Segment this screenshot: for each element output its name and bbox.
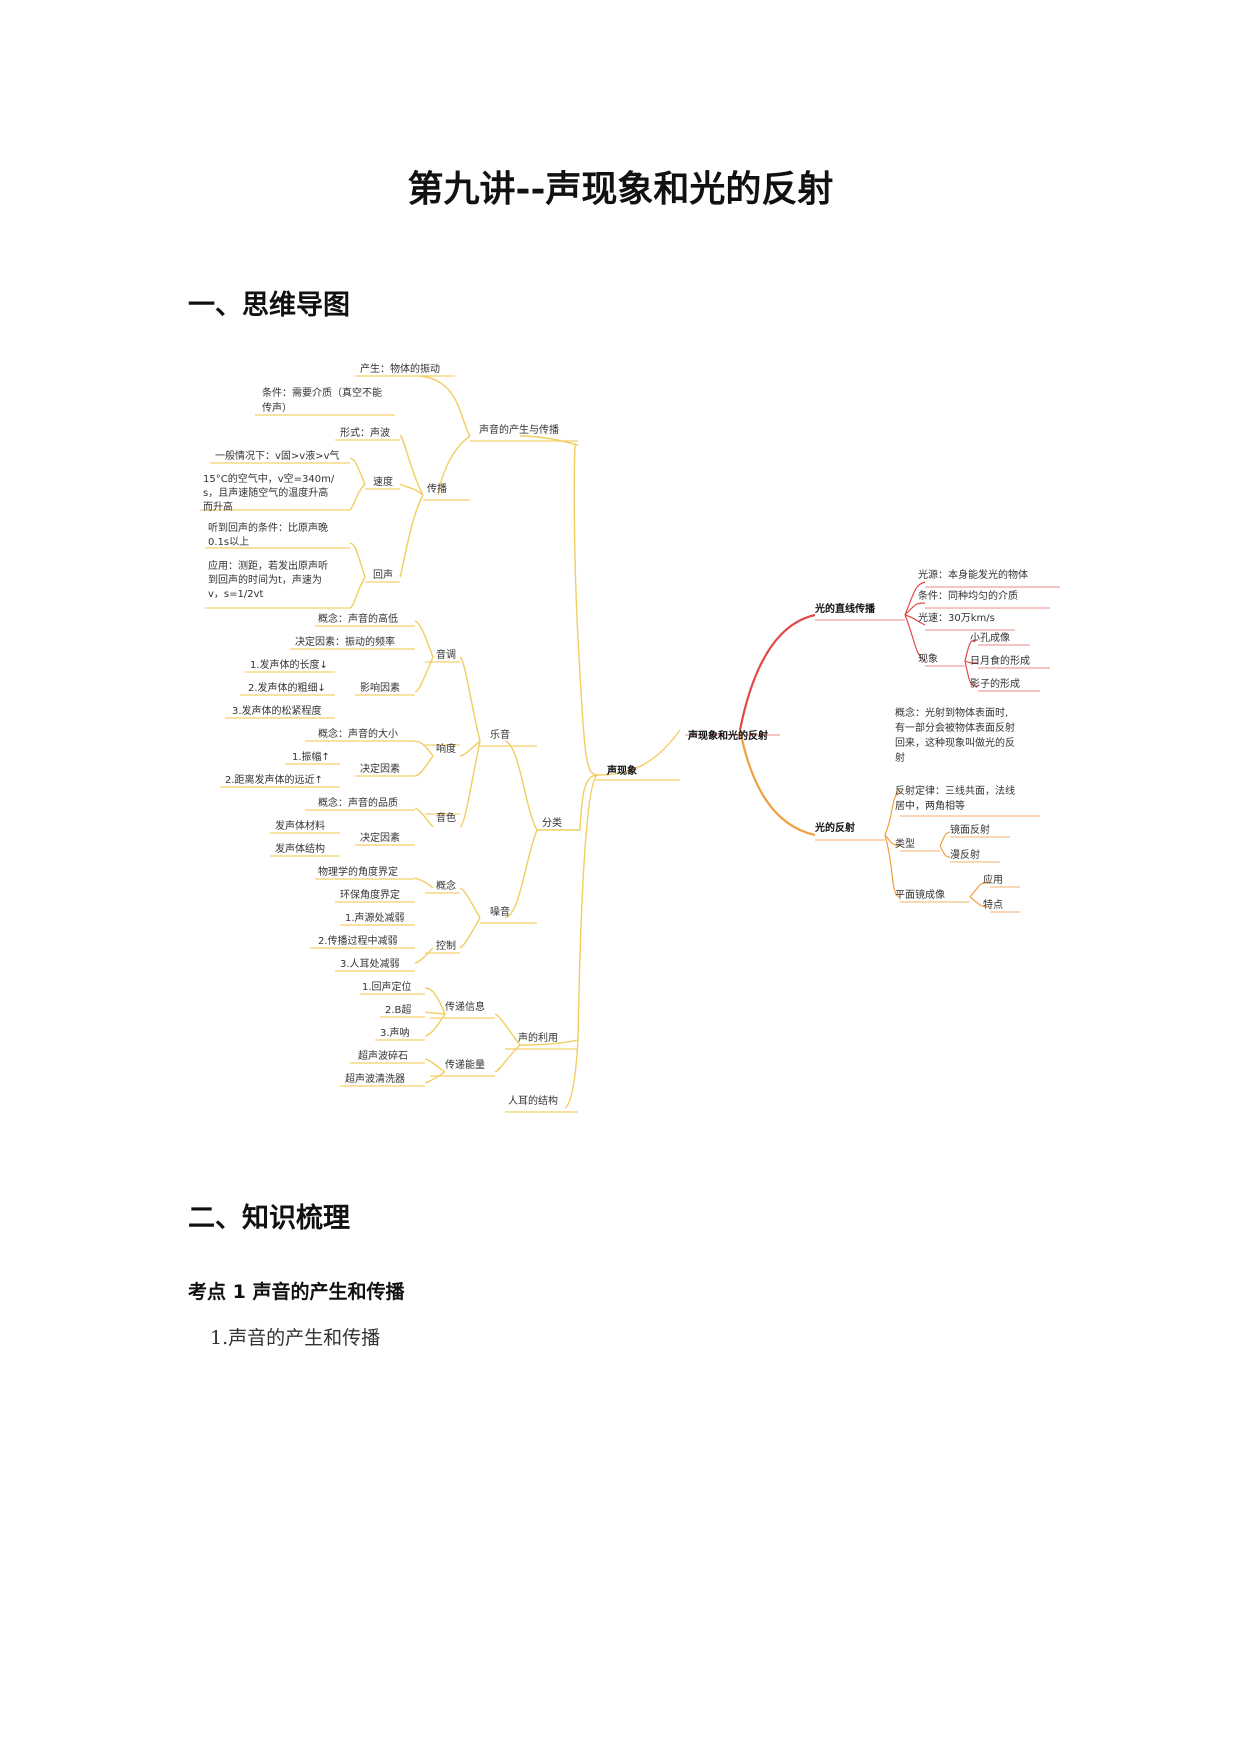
mm-pitch-influence: 影响因素 [360,681,400,694]
mm-info3: 3.声呐 [380,1026,410,1039]
mm-reflect-mirror1: 应用 [983,873,1003,886]
mm-loud-concept: 概念：声音的大小 [318,727,398,740]
mm-produce: 声音的产生与传播 [479,423,559,436]
mm-speed-15-1: 15°C的空气中，v空=340m/ [203,472,335,485]
mm-noise-k3: 3.人耳处减弱 [340,958,400,970]
mm-reflect-concept-2: 有一部分会被物体表面反射 [895,721,1015,734]
mm-reflect-type1: 镜面反射 [950,823,990,836]
mm-classify: 分类 [542,816,562,829]
mm-pitch-decide: 决定因素：振动的频率 [295,635,395,648]
mm-loud-decide: 决定因素 [360,762,400,775]
mm-pitch: 音调 [436,648,456,661]
mm-info1: 1.回声定位 [362,980,412,993]
page-title: 第九讲--声现象和光的反射 [407,168,834,210]
mm-echo-app-2: 到回声的时间为t，声速为 [208,573,322,586]
mm-info: 传递信息 [445,1000,485,1013]
mm-light-reflect: 光的反射 [814,821,855,834]
mm-noise-k2: 2.传播过程中减弱 [318,934,398,947]
mm-echo-cond-2: 0.1s以上 [208,536,249,548]
mm-pitch-i1: 1.发声体的长度↓ [250,658,328,671]
mm-light-condition: 条件：同种均匀的介质 [918,589,1018,602]
mm-form: 形式：声波 [340,426,390,439]
mm-loud-d1: 1.振幅↑ [292,750,330,763]
mm-reflect-concept-4: 射 [895,752,905,764]
mm-music: 乐音 [490,728,510,741]
mm-energy1: 超声波碎石 [358,1049,408,1062]
mm-timbre: 音色 [436,811,456,824]
mm-use: 声的利用 [518,1031,558,1044]
mm-speed-15-3: 而升高 [203,500,233,513]
kaodian-heading: 考点 1 声音的产生和传播 [188,1281,405,1303]
mm-reflect-law-1: 反射定律：三线共面，法线 [895,784,1015,797]
mm-timbre-d2: 发声体结构 [275,842,325,855]
list-item-1: 1.声音的产生和传播 [210,1327,381,1349]
mm-reflect-law-2: 居中，两角相等 [895,799,965,812]
mm-echo-cond-1: 听到回声的条件：比原声晚 [208,521,328,534]
mind-map-underlines-right [685,586,1060,913]
mm-light-ph2: 日月食的形成 [970,654,1030,667]
mm-loud-d2: 2.距离发声体的远近↑ [225,773,323,786]
mm-ear: 人耳的结构 [508,1094,558,1107]
mm-energy2: 超声波清洗器 [345,1072,405,1085]
mind-map: 声现象和光的反射 声现象 声音的产生与传播 产生：物体的振动 条件：需要介质（真… [200,362,1060,1113]
mm-echo-app-3: v，s=1/2vt [208,589,264,600]
mm-reflect-type: 类型 [895,837,915,850]
mm-pitch-i2: 2.发声体的粗细↓ [248,681,326,694]
mm-reflect-mirror: 平面镜成像 [895,888,945,901]
section-heading-mindmap: 一、思维导图 [188,290,350,321]
section-heading-knowledge: 二、知识梳理 [188,1203,350,1234]
mind-map-underlines [200,375,680,1113]
mm-propagate: 传播 [427,482,447,495]
mm-speed: 速度 [373,475,393,488]
mm-noise-concept: 概念 [436,879,456,892]
mm-noise-c2: 环保角度界定 [340,888,400,901]
mm-noise: 噪音 [490,905,510,918]
mm-timbre-d1: 发声体材料 [275,819,325,832]
mm-info2: 2.B超 [385,1003,411,1016]
mm-light-source: 光源：本身能发光的物体 [918,568,1028,581]
mm-energy: 传递能量 [445,1058,485,1071]
mm-light-line: 光的直线传播 [814,602,876,615]
mm-noise-c1: 物理学的角度界定 [318,865,398,878]
mm-loud: 响度 [436,742,456,755]
mm-sound: 声现象 [606,764,637,777]
mm-root: 声现象和光的反射 [687,729,768,742]
mm-timbre-decide: 决定因素 [360,831,400,844]
mind-map-branches [349,375,991,1109]
mm-condition-1: 条件：需要介质（真空不能 [262,386,382,399]
mm-light-ph1: 小孔成像 [970,632,1010,644]
mm-echo-app-1: 应用：测距，若发出原声听 [208,559,328,572]
mm-reflect-concept-1: 概念：光射到物体表面时, [895,706,1008,719]
mm-light-phenomena: 现象 [918,653,938,665]
mm-pitch-concept: 概念：声音的高低 [318,612,398,625]
mm-timbre-concept: 概念：声音的品质 [318,796,398,809]
mm-reflect-mirror2: 特点 [983,899,1003,911]
mm-pitch-i3: 3.发声体的松紧程度 [232,704,322,717]
mm-speed-15-2: s，且声速随空气的温度升高 [203,486,328,499]
mm-echo: 回声 [373,568,393,581]
mm-reflect-concept-3: 回来，这种现象叫做光的反 [895,736,1015,749]
mm-light-speed: 光速：30万km/s [918,611,995,624]
mm-speed-general: 一般情况下：v固>v液>v气 [215,449,340,462]
mm-noise-k1: 1.声源处减弱 [345,911,405,924]
mm-reflect-type2: 漫反射 [950,849,980,861]
mm-condition-2: 传声） [262,401,292,414]
mm-noise-control: 控制 [436,939,456,952]
mm-light-ph3: 影子的形成 [970,677,1020,690]
mm-produce-item: 产生：物体的振动 [360,362,440,375]
